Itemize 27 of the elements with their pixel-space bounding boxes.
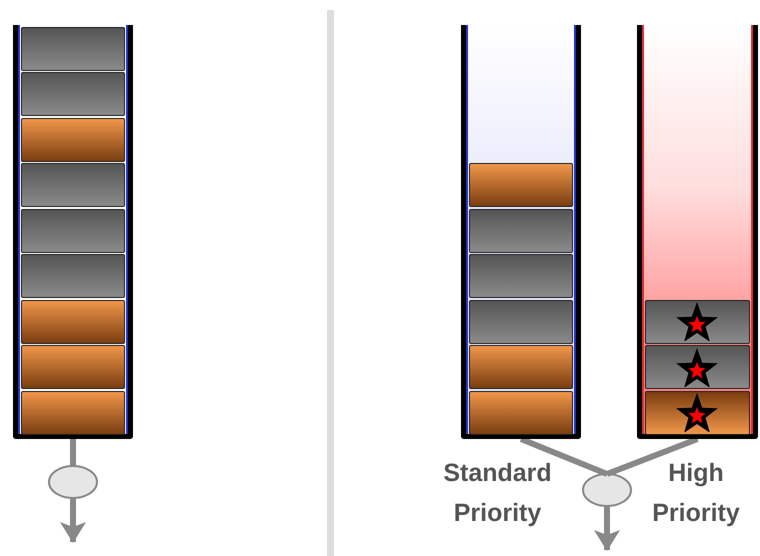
ellipse-junction [582,473,632,507]
arrow [594,506,620,551]
packet [21,345,125,389]
packet [469,300,573,344]
packet [469,390,573,434]
priority-packet [645,300,750,344]
packet [21,390,125,434]
priority-packet [645,345,750,389]
packet [21,118,125,162]
ellipse-junction [48,465,98,499]
queue-label: Standard Priority [442,458,553,529]
queue-container [13,25,133,439]
arrow [60,498,86,543]
packet [21,254,125,298]
packet [21,300,125,344]
queue-container [637,25,758,439]
packet [469,163,573,207]
queue-label: High Priority [651,458,741,529]
queue-container [461,25,581,439]
packet [21,208,125,252]
packet [469,208,573,252]
packet [469,345,573,389]
packet [21,26,125,70]
packet [21,72,125,116]
packet [469,254,573,298]
priority-packet [645,390,750,434]
packet [21,163,125,207]
